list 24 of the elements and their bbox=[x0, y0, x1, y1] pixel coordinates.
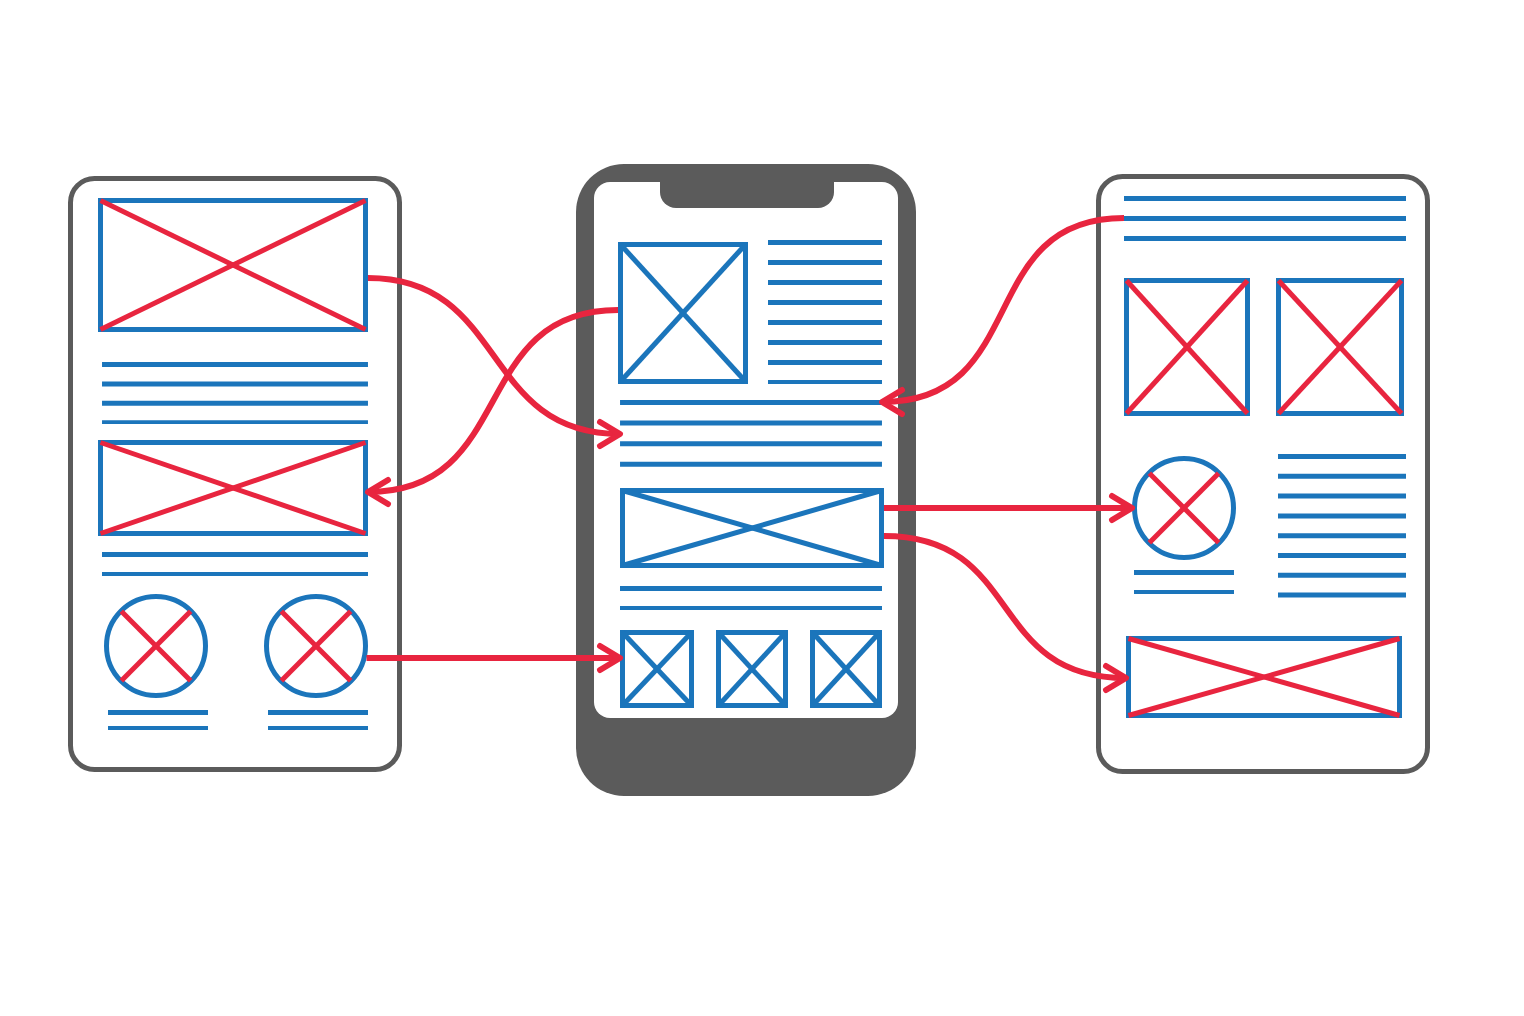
phone-frame bbox=[576, 164, 916, 796]
arrow bbox=[365, 307, 619, 505]
device-frame bbox=[68, 176, 402, 772]
image-placeholder bbox=[618, 242, 748, 384]
image-placeholder bbox=[716, 630, 788, 708]
arrow bbox=[879, 215, 1125, 415]
text-lines bbox=[1124, 195, 1406, 241]
image-placeholder bbox=[620, 630, 694, 708]
image-placeholder bbox=[98, 198, 368, 332]
device-frame bbox=[1096, 174, 1430, 774]
image-placeholder bbox=[1126, 636, 1402, 718]
circle-image-placeholder bbox=[264, 594, 368, 698]
arrow bbox=[883, 533, 1129, 692]
image-placeholder bbox=[1276, 278, 1404, 416]
arrow bbox=[367, 275, 623, 447]
circle-image-placeholder bbox=[104, 594, 208, 698]
image-placeholder bbox=[1124, 278, 1250, 416]
image-placeholder bbox=[620, 488, 884, 568]
image-placeholder bbox=[98, 440, 368, 536]
text-lines bbox=[620, 399, 882, 467]
circle-image-placeholder bbox=[1132, 456, 1236, 560]
image-placeholder bbox=[810, 630, 882, 708]
arrow bbox=[884, 493, 1135, 523]
arrow bbox=[366, 643, 623, 673]
